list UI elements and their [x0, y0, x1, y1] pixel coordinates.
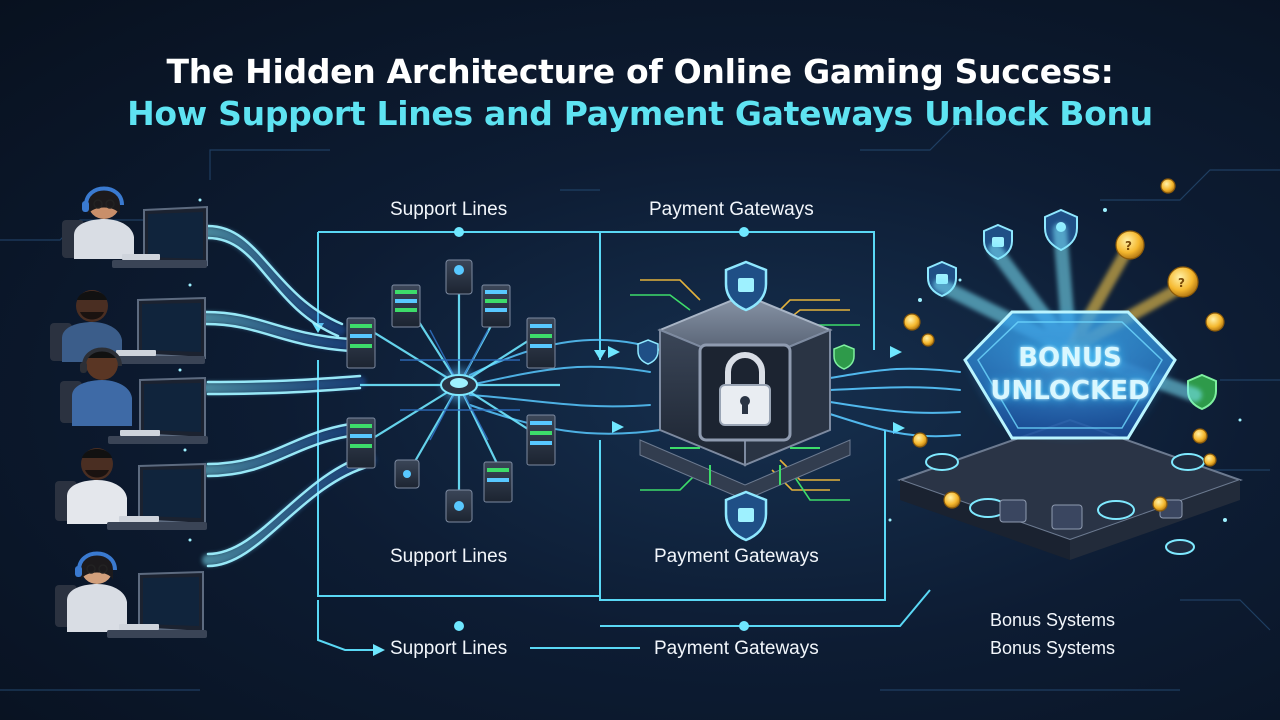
label-bonus-systems-1: Bonus Systems: [990, 610, 1116, 630]
svg-text:?: ?: [1125, 239, 1132, 253]
label-payment-gateways-middle: Payment Gateways: [654, 546, 819, 567]
label-support-lines-bottom: Support Lines: [390, 638, 508, 659]
bonus-unlocked-line1: BONUS: [1018, 343, 1122, 373]
headset-agent-icon: [62, 186, 208, 268]
bonus-unlocked-line2: UNLOCKED: [990, 376, 1150, 406]
label-support-lines-middle: Support Lines: [390, 546, 508, 567]
label-payment-gateways-bottom: Payment Gateways: [654, 638, 819, 659]
bonus-chest-icon: [896, 308, 1244, 560]
headset-agent-icon: [55, 551, 207, 638]
page-subtitle: How Support Lines and Payment Gateways U…: [127, 94, 1153, 133]
sparkles: [178, 198, 1242, 542]
agent-icon: [50, 290, 206, 364]
padlock-icon: [639, 293, 851, 501]
gold-coin-icon: ??: [903, 178, 1225, 512]
page-title: The Hidden Architecture of Online Gaming…: [166, 52, 1114, 91]
label-payment-gateways-top: Payment Gateways: [649, 199, 814, 220]
server-cluster-icon: [346, 259, 560, 523]
label-support-lines-top: Support Lines: [390, 199, 508, 220]
svg-text:?: ?: [1178, 276, 1185, 290]
circuit-background: [0, 119, 1280, 691]
agents-column: [50, 186, 208, 638]
label-bonus-systems-2: Bonus Systems: [990, 638, 1116, 658]
connector-frame: [317, 231, 931, 651]
data-streams: [200, 224, 961, 568]
headset-agent-icon: [60, 347, 208, 444]
agent-icon: [55, 448, 207, 530]
connector-nodes: [454, 227, 749, 631]
